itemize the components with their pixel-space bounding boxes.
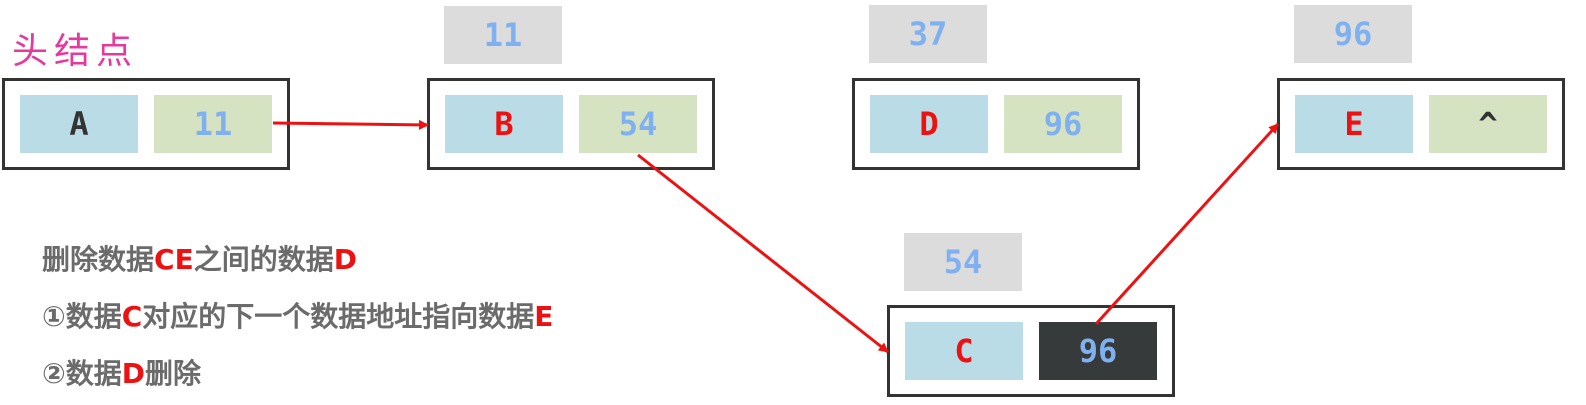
node-c-data: C xyxy=(905,322,1023,380)
line1-part3: 之间的数据 xyxy=(193,243,334,276)
arrow-b-to-c xyxy=(637,153,889,354)
line3-part1: ②数据 xyxy=(42,357,122,390)
node-a: A 11 xyxy=(2,78,290,170)
line2-part4: E xyxy=(534,300,554,333)
node-b-address: 11 xyxy=(444,6,562,64)
line3-part2: D xyxy=(121,357,145,390)
line2-part1: ①数据 xyxy=(42,300,122,333)
node-b-next: 54 xyxy=(579,95,697,153)
node-b-data: B xyxy=(445,95,563,153)
node-a-data: A xyxy=(20,95,138,153)
arrow-c-to-e xyxy=(1094,122,1280,326)
node-a-next: 11 xyxy=(154,95,272,153)
node-d-address: 37 xyxy=(869,5,987,63)
node-e-data: E xyxy=(1295,95,1413,153)
line2-part3: 对应的下一个数据地址指向数据 xyxy=(142,300,535,333)
node-c-next-highlighted: 96 xyxy=(1039,322,1157,380)
description-line-2: ①数据C对应的下一个数据地址指向数据E xyxy=(42,295,553,335)
node-e-next-null: ^ xyxy=(1429,95,1547,153)
node-e-address: 96 xyxy=(1294,5,1412,63)
node-d-data: D xyxy=(870,95,988,153)
description-line-3: ②数据D删除 xyxy=(42,352,201,392)
line1-part1: 删除数据 xyxy=(42,243,155,276)
line1-part2: CE xyxy=(154,243,194,276)
description-line-1: 删除数据CE之间的数据D xyxy=(42,238,357,278)
line1-part4: D xyxy=(333,243,357,276)
node-b: B 54 xyxy=(427,78,715,170)
node-c: C 96 xyxy=(887,305,1175,397)
line3-part3: 删除 xyxy=(144,357,201,390)
node-d-next: 96 xyxy=(1004,95,1122,153)
node-c-address: 54 xyxy=(904,233,1022,291)
head-node-label: 头结点 xyxy=(12,31,139,72)
node-d: D 96 xyxy=(852,78,1140,170)
line2-part2: C xyxy=(121,300,143,333)
arrow-a-to-b xyxy=(272,119,429,130)
